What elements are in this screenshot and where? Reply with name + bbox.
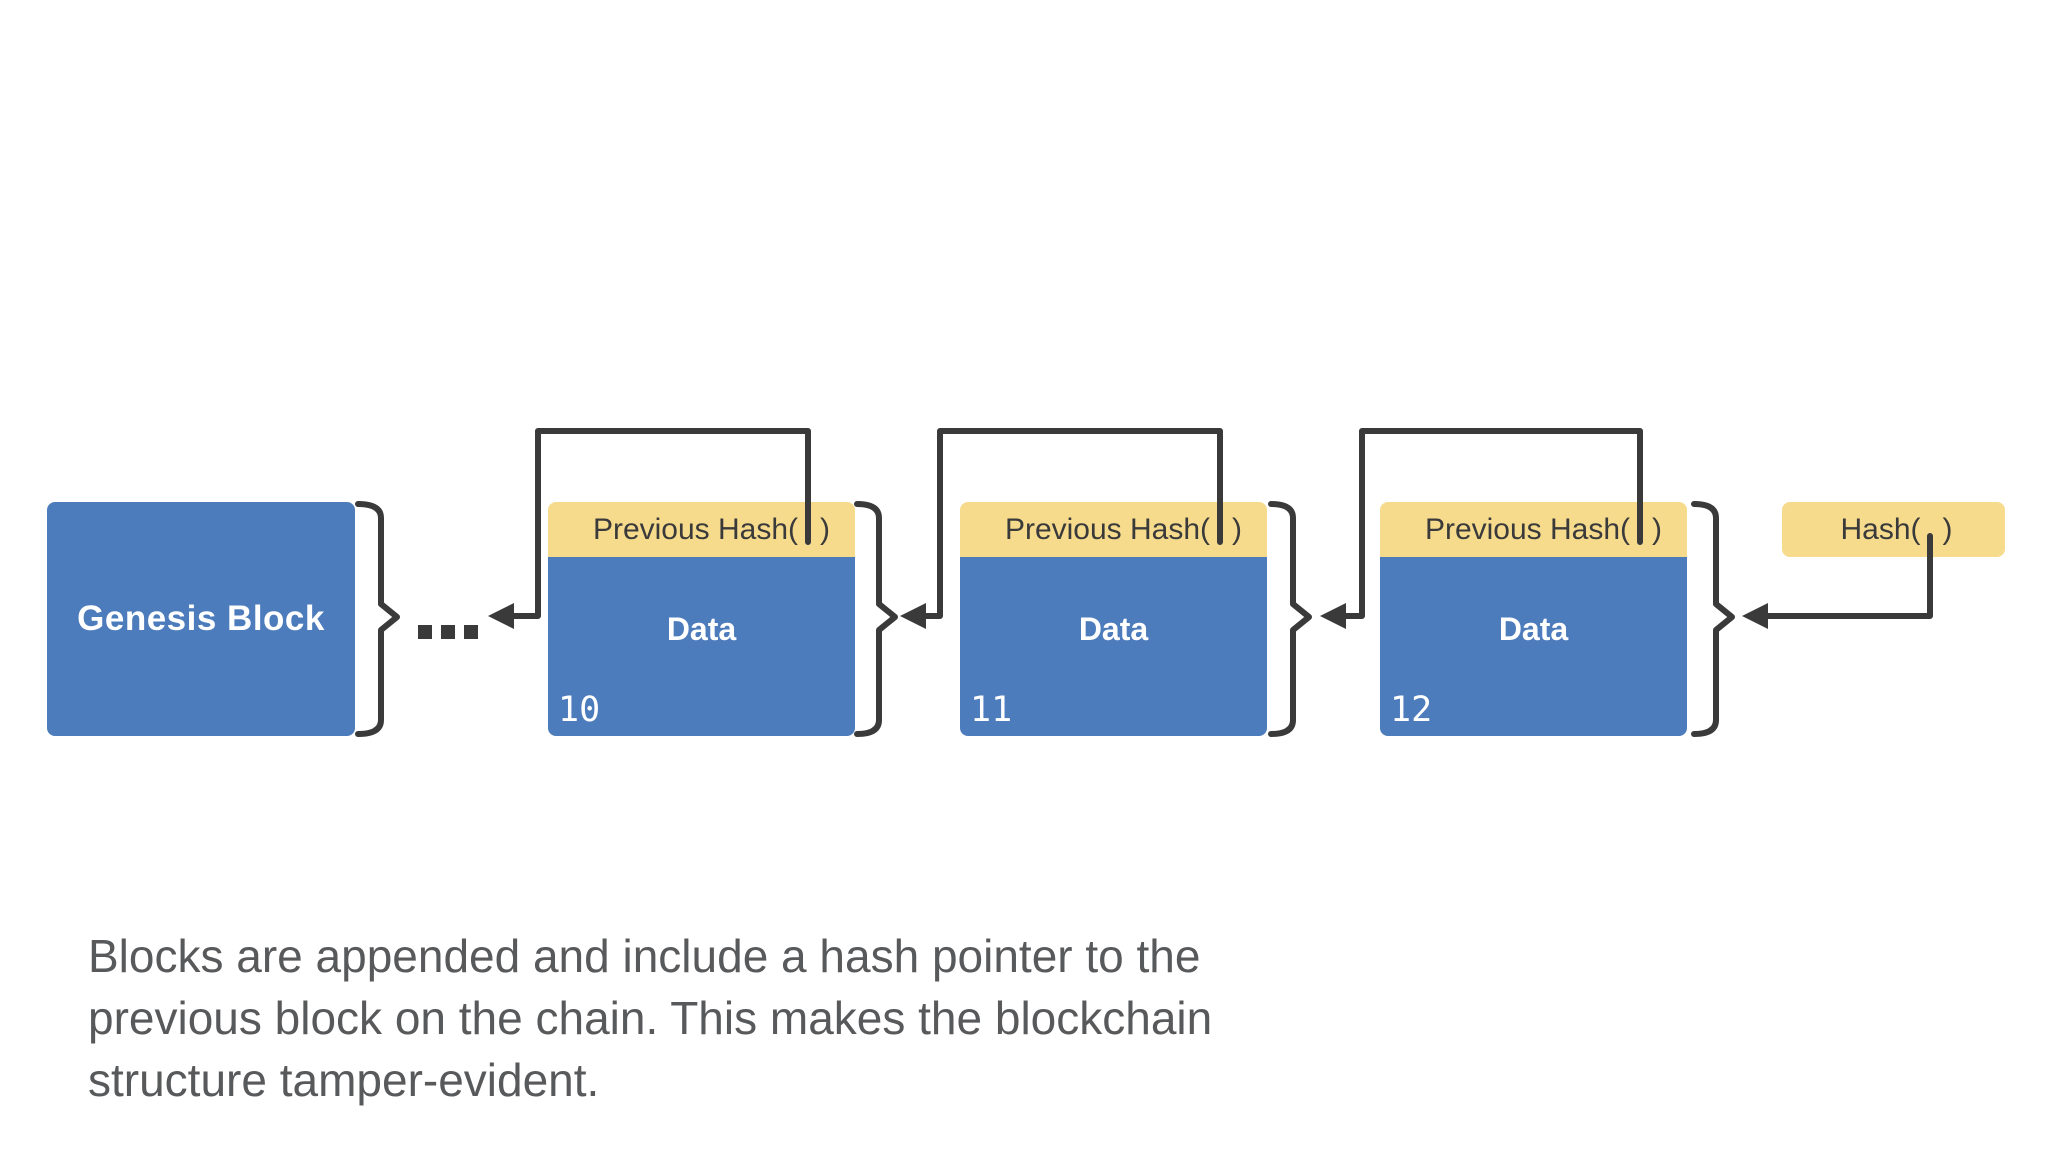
block-11-header-label: Previous Hash() xyxy=(1005,513,1242,547)
block-10-previous-hash-header: Previous Hash() xyxy=(548,502,855,557)
hash-box-label: Hash() xyxy=(1840,513,1952,547)
block-12-body: Data 12 xyxy=(1380,557,1687,736)
brace-block-11 xyxy=(1268,501,1312,737)
hash-box: Hash() xyxy=(1782,502,2005,557)
caption-line-1: Blocks are appended and include a hash p… xyxy=(88,930,1201,982)
ellipsis-dots xyxy=(418,625,478,639)
brace-block-10 xyxy=(854,501,898,737)
hash-text-prefix: Hash( xyxy=(1840,512,1921,546)
hash-text-suffix: ) xyxy=(1942,512,1953,546)
paren-gap xyxy=(1210,529,1232,530)
block-12-previous-hash-header: Previous Hash() xyxy=(1380,502,1687,557)
caption-text: Blocks are appended and include a hash p… xyxy=(88,925,1212,1111)
block-12-header-label: Previous Hash() xyxy=(1425,513,1662,547)
block-10-data-label: Data xyxy=(666,611,737,647)
brace-genesis xyxy=(355,501,400,737)
header-text-prefix: Previous Hash( xyxy=(1424,512,1631,546)
block-11-body: Data 11 xyxy=(960,557,1267,736)
block-11-data-label: Data xyxy=(1078,611,1149,647)
block-10: Previous Hash() Data 10 xyxy=(548,502,855,736)
block-11-previous-hash-header: Previous Hash() xyxy=(960,502,1267,557)
header-text-suffix: ) xyxy=(820,512,831,546)
brace-block-12 xyxy=(1691,501,1735,737)
caption-line-2: previous block on the chain. This makes … xyxy=(88,992,1213,1044)
header-text-prefix: Previous Hash( xyxy=(592,512,799,546)
paren-gap xyxy=(798,529,820,530)
block-10-number: 10 xyxy=(558,689,601,730)
block-12-data-label: Data xyxy=(1498,611,1569,647)
header-text-suffix: ) xyxy=(1652,512,1663,546)
block-10-body: Data 10 xyxy=(548,557,855,736)
caption-line-3: structure tamper-evident. xyxy=(88,1054,600,1106)
paren-gap xyxy=(1921,529,1943,530)
header-text-prefix: Previous Hash( xyxy=(1004,512,1211,546)
block-11-number: 11 xyxy=(970,689,1013,730)
block-12-number: 12 xyxy=(1390,689,1433,730)
genesis-block-label: Genesis Block xyxy=(77,599,325,638)
header-text-suffix: ) xyxy=(1232,512,1243,546)
block-11: Previous Hash() Data 11 xyxy=(960,502,1267,736)
block-10-header-label: Previous Hash() xyxy=(593,513,830,547)
genesis-block: Genesis Block xyxy=(47,502,355,736)
paren-gap xyxy=(1630,529,1652,530)
block-12: Previous Hash() Data 12 xyxy=(1380,502,1687,736)
